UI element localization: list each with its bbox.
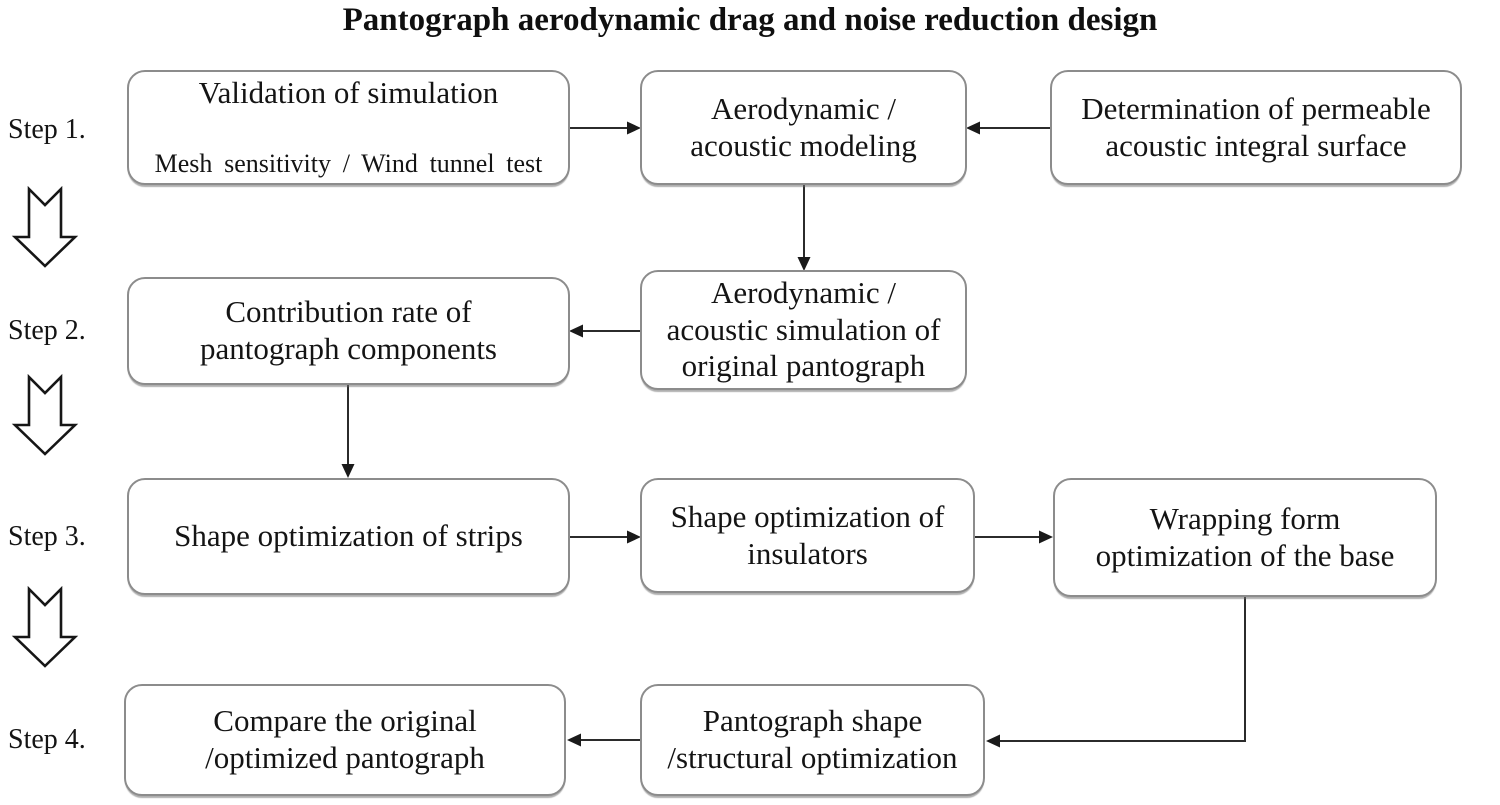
box-validation-line2: Mesh sensitivity / Wind tunnel test — [154, 149, 543, 179]
block-arrow-step2-to-step3 — [11, 373, 79, 456]
connector-strips-to-insulators — [570, 530, 641, 544]
connector-validation-to-modeling — [570, 121, 641, 135]
connector-modeling-to-simulation — [797, 185, 811, 271]
box-compare-original-optimized: Compare the original /optimized pantogra… — [124, 684, 566, 796]
box-validation-of-simulation: Validation of simulation Mesh sensitivit… — [127, 70, 570, 185]
step-label-1: Step 1. — [8, 114, 86, 145]
box-aero-acoustic-modeling-text: Aerodynamic / acoustic modeling — [690, 90, 917, 163]
block-arrow-step1-to-step2 — [11, 185, 79, 268]
step-label-4: Step 4. — [8, 724, 86, 755]
box-aero-acoustic-modeling: Aerodynamic / acoustic modeling — [640, 70, 967, 185]
connector-wrapping-to-shape-structural — [986, 597, 1246, 748]
box-simulation-text: Aerodynamic / acoustic simulation of ori… — [666, 275, 941, 384]
connector-insulators-to-wrapping — [975, 530, 1053, 544]
box-shape-optimization-insulators: Shape optimization of insulators — [640, 478, 975, 593]
box-validation-line1: Validation of simulation — [198, 75, 499, 111]
box-wrapping-form-optimization: Wrapping form optimization of the base — [1053, 478, 1437, 597]
box-shape-optimization-strips: Shape optimization of strips — [127, 478, 570, 595]
box-insulators-text: Shape optimization of insulators — [670, 498, 945, 571]
box-strips-text: Shape optimization of strips — [174, 518, 523, 554]
box-compare-text: Compare the original /optimized pantogra… — [205, 703, 485, 775]
connector-contribution-to-strips — [341, 385, 355, 478]
box-determination-permeable-surface: Determination of permeable acoustic inte… — [1050, 70, 1462, 185]
step-label-2: Step 2. — [8, 315, 86, 346]
box-contribution-text: Contribution rate of pantograph componen… — [199, 294, 497, 366]
diagram-title: Pantograph aerodynamic drag and noise re… — [342, 2, 1158, 38]
connector-determination-to-modeling — [966, 121, 1050, 135]
box-shape-structural-text: Pantograph shape /structural optimizatio… — [667, 703, 958, 775]
box-wrapping-text: Wrapping form optimization of the base — [1095, 500, 1395, 573]
connector-shape-structural-to-compare — [567, 733, 640, 747]
box-pantograph-shape-structural: Pantograph shape /structural optimizatio… — [640, 684, 985, 796]
box-determination-text: Determination of permeable acoustic inte… — [1081, 90, 1431, 163]
box-aero-acoustic-simulation: Aerodynamic / acoustic simulation of ori… — [640, 270, 967, 390]
step-label-3: Step 3. — [8, 521, 86, 552]
box-contribution-rate: Contribution rate of pantograph componen… — [127, 277, 570, 385]
connector-simulation-to-contribution — [569, 324, 640, 338]
block-arrow-step3-to-step4 — [11, 585, 79, 668]
